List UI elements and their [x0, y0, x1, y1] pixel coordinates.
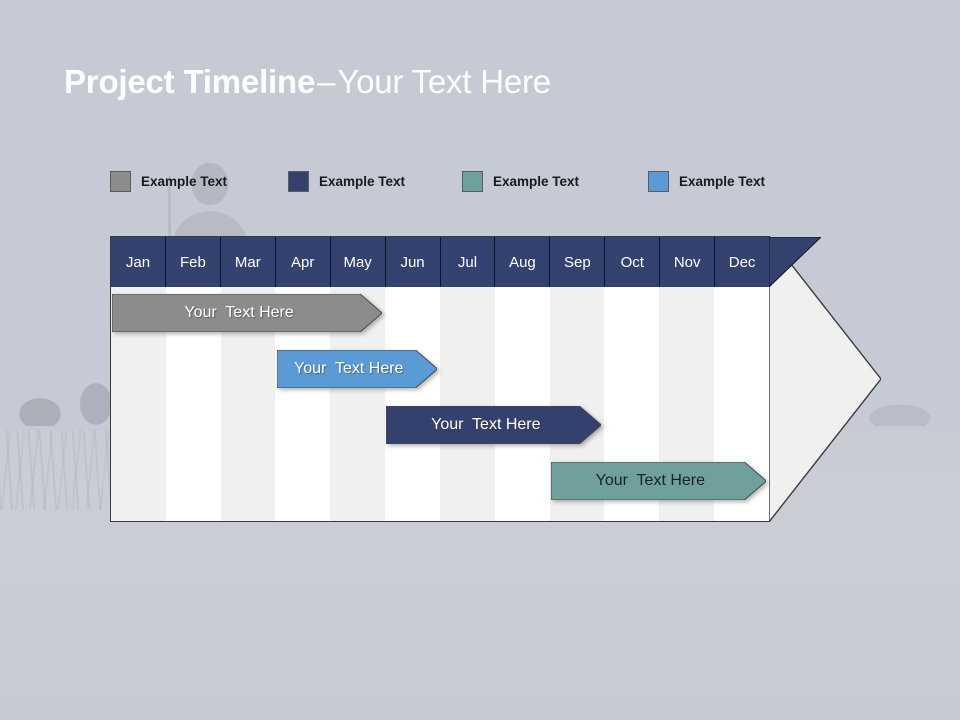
- task-bar-arrow-shape: [386, 406, 602, 444]
- legend-swatch-navy: [288, 170, 309, 192]
- legend-swatch-blue: [648, 170, 669, 192]
- task-bar-label: Your Text Here: [431, 416, 541, 433]
- legend-item: Example Text: [648, 166, 765, 196]
- month-header-dec[interactable]: Dec: [715, 237, 770, 287]
- month-header-corner: [768, 236, 823, 289]
- legend-item-label: Example Text: [141, 173, 228, 189]
- month-header-mar[interactable]: Mar: [220, 237, 276, 287]
- month-header-jul[interactable]: Jul: [440, 237, 496, 287]
- task-bar[interactable]: Your Text Here: [550, 462, 766, 500]
- page-title-strong: Project Timeline: [64, 62, 316, 100]
- month-header-oct[interactable]: Oct: [605, 237, 661, 287]
- task-bar-arrow-shape: [550, 462, 766, 500]
- task-bar-label: Your Text Here: [184, 304, 294, 321]
- legend-swatch-gray: [110, 170, 131, 192]
- page-title-light: Your Text Here: [337, 62, 551, 100]
- task-bar-label: Your Text Here: [595, 472, 706, 489]
- month-header-may[interactable]: May: [330, 237, 386, 287]
- background-figure-silhouette: [150, 158, 270, 248]
- legend-item-label: Example Text: [319, 173, 406, 189]
- legend-item: Example Text: [462, 166, 579, 196]
- month-header-nov[interactable]: Nov: [660, 237, 716, 287]
- page-title-separator: –: [317, 62, 336, 100]
- month-header-feb[interactable]: Feb: [165, 237, 221, 287]
- task-bar[interactable]: Your Text Here: [276, 350, 437, 388]
- legend-item: Example Text: [288, 166, 405, 196]
- legend-item-label: Example Text: [679, 173, 766, 189]
- month-header-jun[interactable]: Jun: [385, 237, 441, 287]
- legend-item-label: Example Text: [493, 173, 580, 189]
- chart-arrow-head: [769, 236, 881, 522]
- legend: Example Text Example Text Example Text Exam…: [110, 166, 830, 196]
- month-header-jan[interactable]: Jan: [111, 237, 166, 287]
- task-bar-arrow-shape: [276, 350, 437, 388]
- legend-swatch-teal: [462, 170, 483, 192]
- task-bar[interactable]: Your Text Here: [112, 294, 383, 332]
- month-header-apr[interactable]: Apr: [275, 237, 331, 287]
- page-title: Project Timeline–Your Text Here: [64, 58, 904, 106]
- legend-item: Example Text: [110, 166, 227, 196]
- task-bar[interactable]: Your Text Here: [386, 406, 602, 444]
- task-bar-arrow-shape: [112, 294, 383, 332]
- month-header-aug[interactable]: Aug: [495, 237, 551, 287]
- month-header-sep[interactable]: Sep: [550, 237, 606, 287]
- task-bar-label: Your Text Here: [294, 360, 404, 377]
